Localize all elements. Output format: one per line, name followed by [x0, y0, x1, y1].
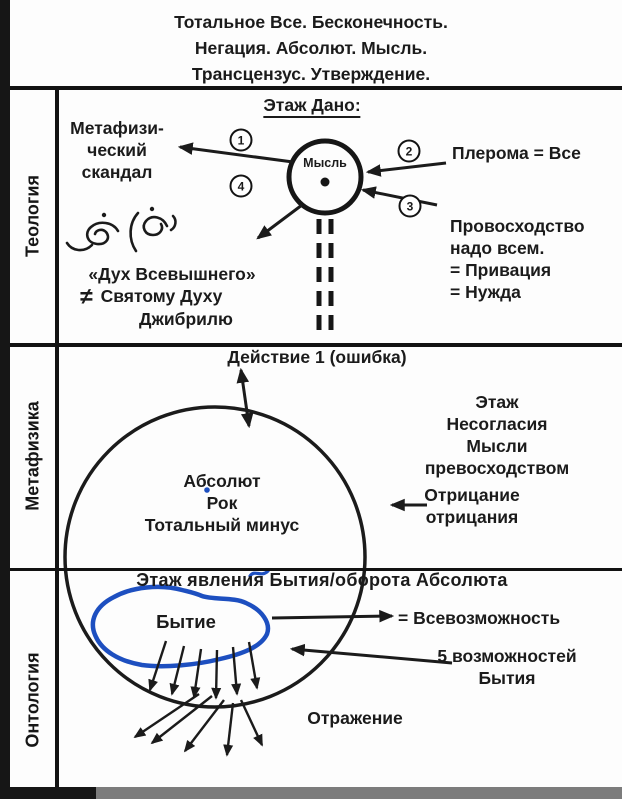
scandal-line-1: Метафизи-: [70, 118, 164, 138]
jibril-label: Джибрилю: [139, 309, 233, 329]
scandal-line-2: ческий: [87, 140, 147, 160]
arrow-down-left: [256, 203, 303, 240]
all-possibility-label: = Всевозможность: [398, 608, 561, 628]
marker-1: 1: [229, 128, 253, 152]
negation-line-1: Отрицание: [424, 485, 520, 505]
five-possibilities-label: 5 возможностей Бытия: [437, 645, 576, 689]
action-error-label: Действие 1 (ошибка): [227, 347, 407, 367]
five-line-1: 5 возможностей: [437, 646, 577, 666]
left-border: [0, 0, 10, 799]
marker-2: 2: [397, 139, 421, 163]
absolute-line: Абсолют: [183, 471, 261, 491]
title-line-3: Трансцензус. Утверждение.: [191, 64, 431, 84]
marker-2-number: 2: [405, 144, 413, 158]
theology-metaphysics-divider: [10, 343, 622, 347]
bottom-border-gray: [96, 787, 622, 799]
absolute-circle-text: Абсолют Рок Тотальный минус: [145, 470, 299, 536]
being-label: Бытие: [156, 611, 216, 632]
sidebar-label-ontology: Онтология: [22, 652, 43, 748]
sidebar-divider: [55, 86, 59, 788]
sidebar-label-metaphysics: Метафизика: [22, 401, 43, 511]
being-stage-title: Этаж явления Бытия/оборота Абсолюта: [136, 570, 508, 590]
marker-3-number: 3: [406, 199, 414, 213]
stage-line-3: Мысли: [466, 436, 528, 456]
supremacy-line-3: = Привация: [450, 260, 552, 280]
stage-line-1: Этаж: [475, 392, 519, 412]
bottom-border-dark: [0, 787, 96, 799]
not-equal-row: ≠ Святому Духу: [80, 285, 222, 308]
reflection-label: Отражение: [307, 708, 403, 728]
pleroma-label: Плерома = Все: [452, 143, 581, 163]
marker-4: 4: [229, 174, 253, 198]
holy-spirit-label: Святому Духу: [100, 286, 223, 306]
arrow-all-possibility: [271, 609, 395, 623]
scandal-line-3: скандал: [81, 162, 153, 182]
scatter-arrows: [133, 693, 264, 757]
arabic-scribble: [65, 206, 177, 253]
absolute-circle: [63, 405, 367, 709]
stage-given-title: Этаж Дано:: [263, 95, 361, 118]
thought-circle: [286, 138, 364, 216]
total-minus-line: Тотальный минус: [144, 515, 300, 535]
metaphysical-scandal-label: Метафизи- ческий скандал: [70, 117, 164, 183]
fan-arrows: [148, 640, 261, 700]
title-line-1: Тотальное Все. Бесконечность.: [174, 12, 448, 32]
thought-dot: [320, 177, 330, 187]
spirit-quote-label: «Дух Всевышнего»: [88, 264, 256, 284]
marker-1-number: 1: [237, 133, 245, 147]
marker-3: 3: [398, 194, 422, 218]
rok-line: Рок: [206, 493, 238, 513]
supremacy-label: Провосходство надо всем. = Привация = Ну…: [450, 215, 585, 303]
header-divider: [10, 86, 622, 90]
supremacy-line-4: = Нужда: [450, 282, 521, 302]
disagreement-stage-label: Этаж Несогласия Мысли превосходством: [425, 391, 569, 479]
stage-line-2: Несогласия: [446, 414, 548, 434]
negation-label: Отрицание отрицания: [424, 484, 519, 528]
arrow-from-pleroma: [365, 161, 447, 177]
marker-4-number: 4: [237, 179, 245, 193]
title-line-2: Негация. Абсолют. Мысль.: [194, 38, 428, 58]
not-equal-sign: ≠: [80, 283, 93, 309]
thought-circle-label: Мысль: [303, 156, 347, 170]
arrow-five-possibilities: [289, 643, 453, 665]
negation-line-2: отрицания: [425, 507, 519, 527]
stage-line-4: превосходством: [424, 458, 570, 478]
five-line-2: Бытия: [478, 668, 536, 688]
supremacy-line-2: надо всем.: [450, 238, 545, 258]
arrow-action: [236, 367, 254, 429]
supremacy-line-1: Провосходство: [450, 216, 585, 236]
sidebar-label-theology: Теология: [22, 175, 43, 257]
page-title: Тотальное Все. Бесконечность. Негация. А…: [10, 9, 612, 87]
